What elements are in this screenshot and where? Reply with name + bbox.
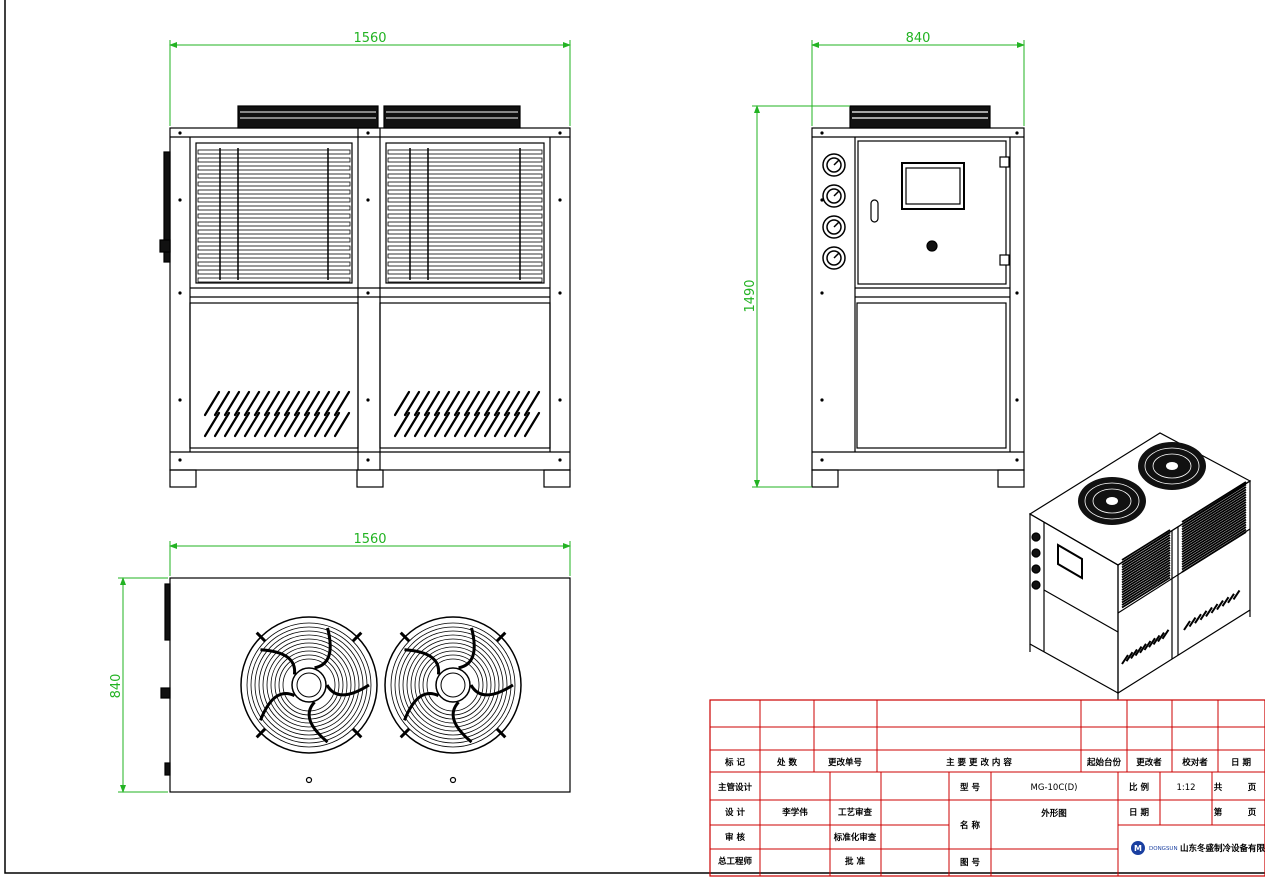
height-dimension (752, 105, 850, 488)
svg-text:更改者: 更改者 (1136, 757, 1162, 768)
title-block-product-info: 型 号 MG-10C(D) 名 称 外形图 图 号 (960, 782, 1077, 868)
svg-text:比 例: 比 例 (1129, 782, 1149, 793)
sheet-border (4, 0, 1265, 874)
front-view-top-fans (237, 105, 521, 129)
svg-text:李学伟: 李学伟 (781, 807, 808, 818)
front-width-dimension (169, 40, 571, 126)
svg-text:名 称: 名 称 (960, 820, 980, 831)
title-block-sheet-info: 比 例 1:12 共 页 日 期 第 页 (1129, 782, 1257, 818)
svg-text:主管设计: 主管设计 (718, 782, 753, 793)
svg-text:1:12: 1:12 (1176, 783, 1195, 793)
svg-text:起始台份: 起始台份 (1086, 757, 1122, 768)
front-view (159, 105, 571, 488)
front-view-bolts (178, 131, 562, 462)
top-view-fans (240, 616, 522, 754)
title-block-grid (709, 699, 1265, 877)
svg-text:处 数: 处 数 (776, 757, 797, 768)
company-logo-text: DONGSUN (1149, 846, 1178, 852)
front-width-label: 1560 (353, 31, 386, 46)
svg-text:第: 第 (1214, 807, 1223, 818)
top-view (160, 577, 571, 793)
title-block-signatures: 主管设计 设 计 李学伟 工艺审查 审 核 标准化审查 总工程师 批 准 (718, 782, 877, 867)
top-width-dimension (169, 541, 571, 576)
top-width-label: 1560 (353, 532, 386, 547)
svg-text:总工程师: 总工程师 (718, 856, 753, 867)
front-view-vent-slots (203, 390, 541, 438)
svg-text:批 准: 批 准 (845, 856, 865, 867)
svg-text:页: 页 (1248, 808, 1257, 818)
svg-text:日 期: 日 期 (1231, 757, 1251, 768)
isometric-condenser-grille (1121, 481, 1247, 665)
front-view-condenser-grille (197, 148, 543, 283)
svg-text:主 要 更 改 内 容: 主 要 更 改 内 容 (946, 757, 1012, 768)
height-label: 1490 (743, 279, 758, 312)
svg-text:日 期: 日 期 (1129, 807, 1149, 818)
side-view (811, 105, 1025, 488)
side-width-dimension (811, 40, 1025, 126)
svg-text:工艺审查: 工艺审查 (838, 807, 873, 818)
side-width-label: 840 (906, 31, 931, 46)
svg-text:MG-10C(D): MG-10C(D) (1031, 783, 1078, 793)
svg-text:外形图: 外形图 (1040, 808, 1067, 819)
svg-text:审 核: 审 核 (725, 832, 745, 843)
company-logo: M DONGSUN (1131, 841, 1178, 855)
svg-text:型 号: 型 号 (960, 782, 980, 793)
svg-text:校对者: 校对者 (1182, 757, 1208, 768)
top-depth-dimension (118, 577, 168, 793)
svg-text:更改单号: 更改单号 (828, 757, 863, 768)
svg-text:共: 共 (1214, 782, 1223, 793)
svg-text:设 计: 设 计 (725, 807, 745, 818)
svg-text:图 号: 图 号 (960, 858, 980, 868)
svg-text:M: M (1134, 844, 1142, 853)
side-view-pressure-gauges (822, 153, 846, 270)
svg-text:标准化审查: 标准化审查 (833, 832, 877, 843)
side-view-top-fan (849, 105, 991, 129)
title-block-revision-headers: 标 记 处 数 更改单号 主 要 更 改 内 容 起始台份 更改者 校对者 日 … (724, 757, 1251, 768)
svg-text:标 记: 标 记 (724, 757, 745, 768)
side-view-bolts (820, 131, 1019, 462)
company-name: 山东冬盛制冷设备有限公司 (1180, 843, 1265, 854)
isometric-fans (1078, 442, 1206, 525)
top-depth-label: 840 (109, 674, 124, 699)
svg-text:页: 页 (1248, 783, 1257, 793)
